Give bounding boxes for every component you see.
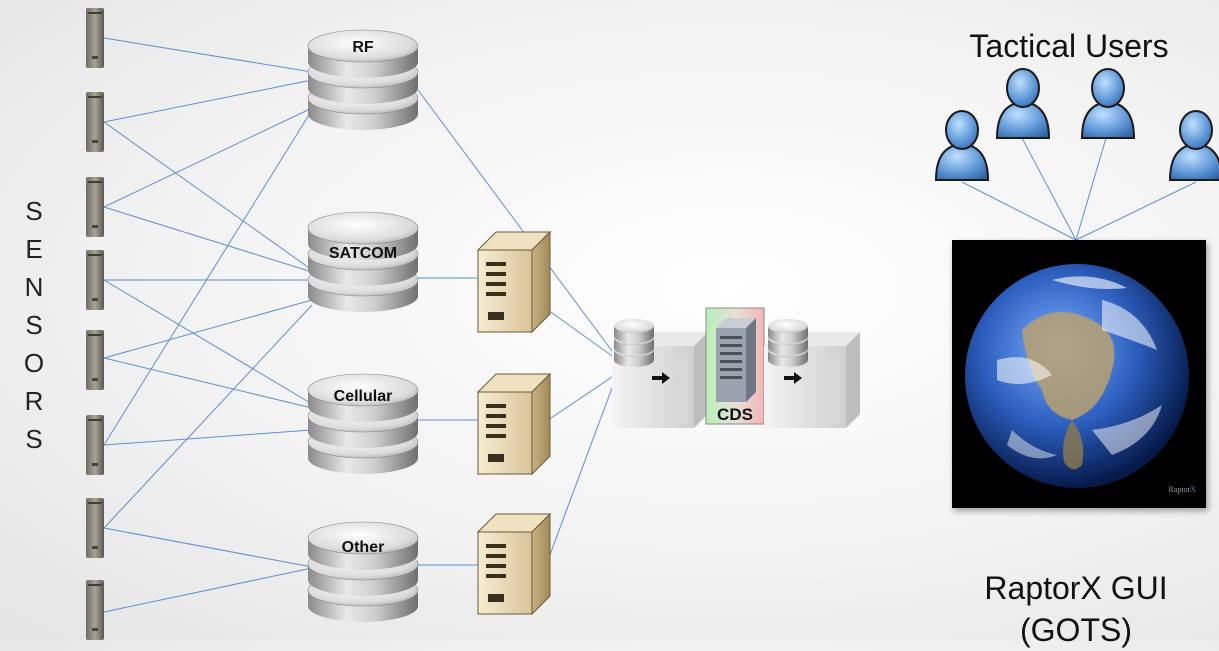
sensors-letter: S [25, 424, 43, 454]
sensor-device-icon [86, 177, 104, 237]
network-label: SATCOM [329, 245, 397, 262]
database-icon [768, 319, 808, 367]
cds-label: CDS [717, 405, 753, 424]
database-icon [307, 373, 419, 474]
globe-icon [965, 264, 1189, 488]
network-satcom: SATCOM [307, 211, 419, 312]
sensor-device-icon [86, 8, 104, 68]
sensors-letter: R [24, 386, 44, 416]
network-label: Other [342, 539, 385, 556]
sensors-letter: E [25, 234, 43, 264]
sensor-device-icon [86, 498, 104, 558]
database-icon [307, 521, 419, 622]
sensor-device-icon [86, 330, 104, 390]
raptorx-gui-label: RaptorX GUI (GOTS) [944, 568, 1208, 651]
network-other: Other [307, 521, 419, 622]
user-icon [934, 110, 990, 181]
arrow-right-icon [784, 372, 802, 384]
sensors-letter: S [25, 196, 43, 226]
watermark-x: X [1190, 485, 1196, 494]
cds-assembly: CDS [612, 307, 860, 428]
gui-label-line1: RaptorX GUI [984, 570, 1168, 606]
user-icon [1080, 68, 1136, 139]
server-icon [716, 318, 756, 402]
sensor-device-icon [86, 580, 104, 640]
sensor-device-icon [86, 92, 104, 152]
arrow-right-icon [652, 372, 670, 384]
network-label: RF [352, 39, 374, 56]
sensor-column [86, 8, 104, 640]
user-icon [1168, 110, 1219, 181]
database-icon [614, 319, 654, 367]
database-icon [307, 211, 419, 312]
database-icon [307, 29, 419, 130]
sensors-letter: O [23, 348, 45, 378]
server-icon [476, 512, 552, 616]
sensors-letter: S [25, 310, 43, 340]
server-icon [476, 372, 552, 476]
sensor-device-icon [86, 250, 104, 310]
raptorx-watermark: RaptorX [1168, 485, 1196, 494]
network-rf: RF [307, 29, 419, 130]
network-label: Cellular [334, 388, 393, 405]
connection-lines [103, 37, 1197, 613]
tactical-users-title: Tactical Users [969, 28, 1169, 64]
user-icon [995, 68, 1051, 139]
network-cellular: Cellular [307, 373, 419, 474]
gui-label-line2: (GOTS) [1020, 611, 1132, 648]
server-icon [476, 230, 552, 334]
raptorx-gui-image: RaptorX [952, 240, 1206, 508]
sensors-letter: N [24, 272, 44, 302]
sensor-device-icon [86, 415, 104, 475]
watermark-text: Raptor [1168, 485, 1191, 494]
